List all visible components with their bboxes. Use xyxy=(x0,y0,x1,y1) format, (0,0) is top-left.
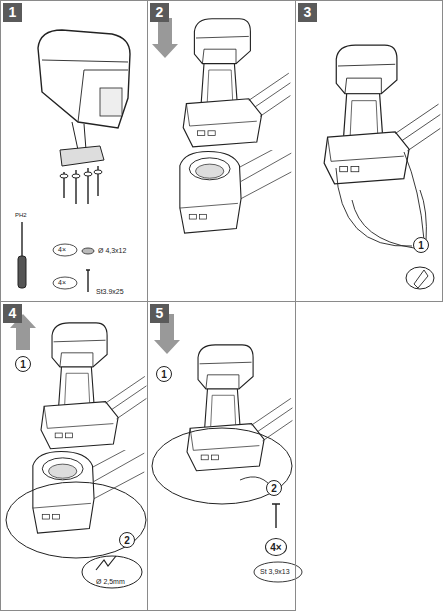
drawing-stroke xyxy=(82,556,142,588)
part-label: Ø 4,3x12 xyxy=(98,247,126,254)
drawing-stroke xyxy=(94,170,102,174)
callout-circle: 1 xyxy=(15,356,31,372)
step-panel: 2 xyxy=(147,0,296,302)
step-panel: 4 1 2 xyxy=(0,301,148,611)
step-panel: 5 1 2 4× xyxy=(147,301,296,611)
drawing-stroke xyxy=(183,19,290,147)
drawing-stroke xyxy=(38,30,130,128)
drawing-stroke xyxy=(6,482,146,558)
step-panel: 31 xyxy=(295,0,443,302)
step-number: 3 xyxy=(298,3,317,22)
drawing-stroke xyxy=(272,504,280,528)
part-label: PH2 xyxy=(15,212,27,218)
drawing-stroke xyxy=(336,152,426,248)
drawing-stroke xyxy=(53,277,77,289)
drawing-stroke xyxy=(82,248,94,254)
step-number: 5 xyxy=(150,304,169,323)
drawing-stroke xyxy=(18,256,26,288)
drawing-stroke xyxy=(152,18,178,58)
panel-1-art xyxy=(18,30,130,292)
part-label: St 3,9x13 xyxy=(260,568,290,575)
drawing-stroke xyxy=(324,45,440,184)
drawing-stroke xyxy=(42,60,128,122)
drawing-stroke xyxy=(254,562,302,582)
callout-number: 2 xyxy=(271,483,277,494)
drawing-stroke xyxy=(53,244,77,256)
callout-number: 1 xyxy=(161,369,167,380)
panel-4-art xyxy=(6,314,146,588)
drawing-stroke xyxy=(180,141,291,234)
callout-number: 1 xyxy=(418,240,424,251)
step-number: 2 xyxy=(150,3,169,22)
callout-number: 4× xyxy=(270,542,281,553)
drawing-stroke xyxy=(84,172,92,176)
drawing-stroke xyxy=(21,222,22,256)
drawing-stroke xyxy=(152,428,292,504)
drawing-stroke xyxy=(33,441,144,534)
drawing-stroke xyxy=(60,146,104,166)
drawing-stroke xyxy=(72,122,86,150)
callout-circle: 1 xyxy=(156,366,172,382)
callout-number: 1 xyxy=(20,359,26,370)
panel-2-art xyxy=(152,18,291,233)
callout-circle: 2 xyxy=(119,532,135,548)
step-panel: 1 xyxy=(0,0,148,302)
drawing-stroke xyxy=(100,88,122,116)
part-label: St3.9x25 xyxy=(96,288,124,295)
part-label: Ø 2,5mm xyxy=(96,578,125,585)
step-number: 4 xyxy=(3,304,22,323)
part-label: 4× xyxy=(58,279,66,286)
drawing-stroke xyxy=(187,345,292,471)
drawing-stroke xyxy=(64,166,98,204)
drawing-stroke xyxy=(72,174,80,178)
drawing-stroke xyxy=(414,270,428,288)
step-number: 1 xyxy=(3,3,22,22)
callout-circle: 1 xyxy=(413,237,429,253)
drawing-stroke xyxy=(96,556,116,570)
callout-number: 2 xyxy=(124,535,130,546)
callout-circle: 4× xyxy=(265,538,287,556)
part-label: 4× xyxy=(58,246,66,253)
panel-3-art xyxy=(324,45,440,289)
drawing-stroke xyxy=(60,174,68,178)
drawing-stroke xyxy=(406,267,434,289)
callout-circle: 2 xyxy=(266,480,282,496)
drawing-stroke xyxy=(41,323,146,449)
drawing-stroke xyxy=(86,270,90,292)
panel-5-art xyxy=(152,314,302,582)
